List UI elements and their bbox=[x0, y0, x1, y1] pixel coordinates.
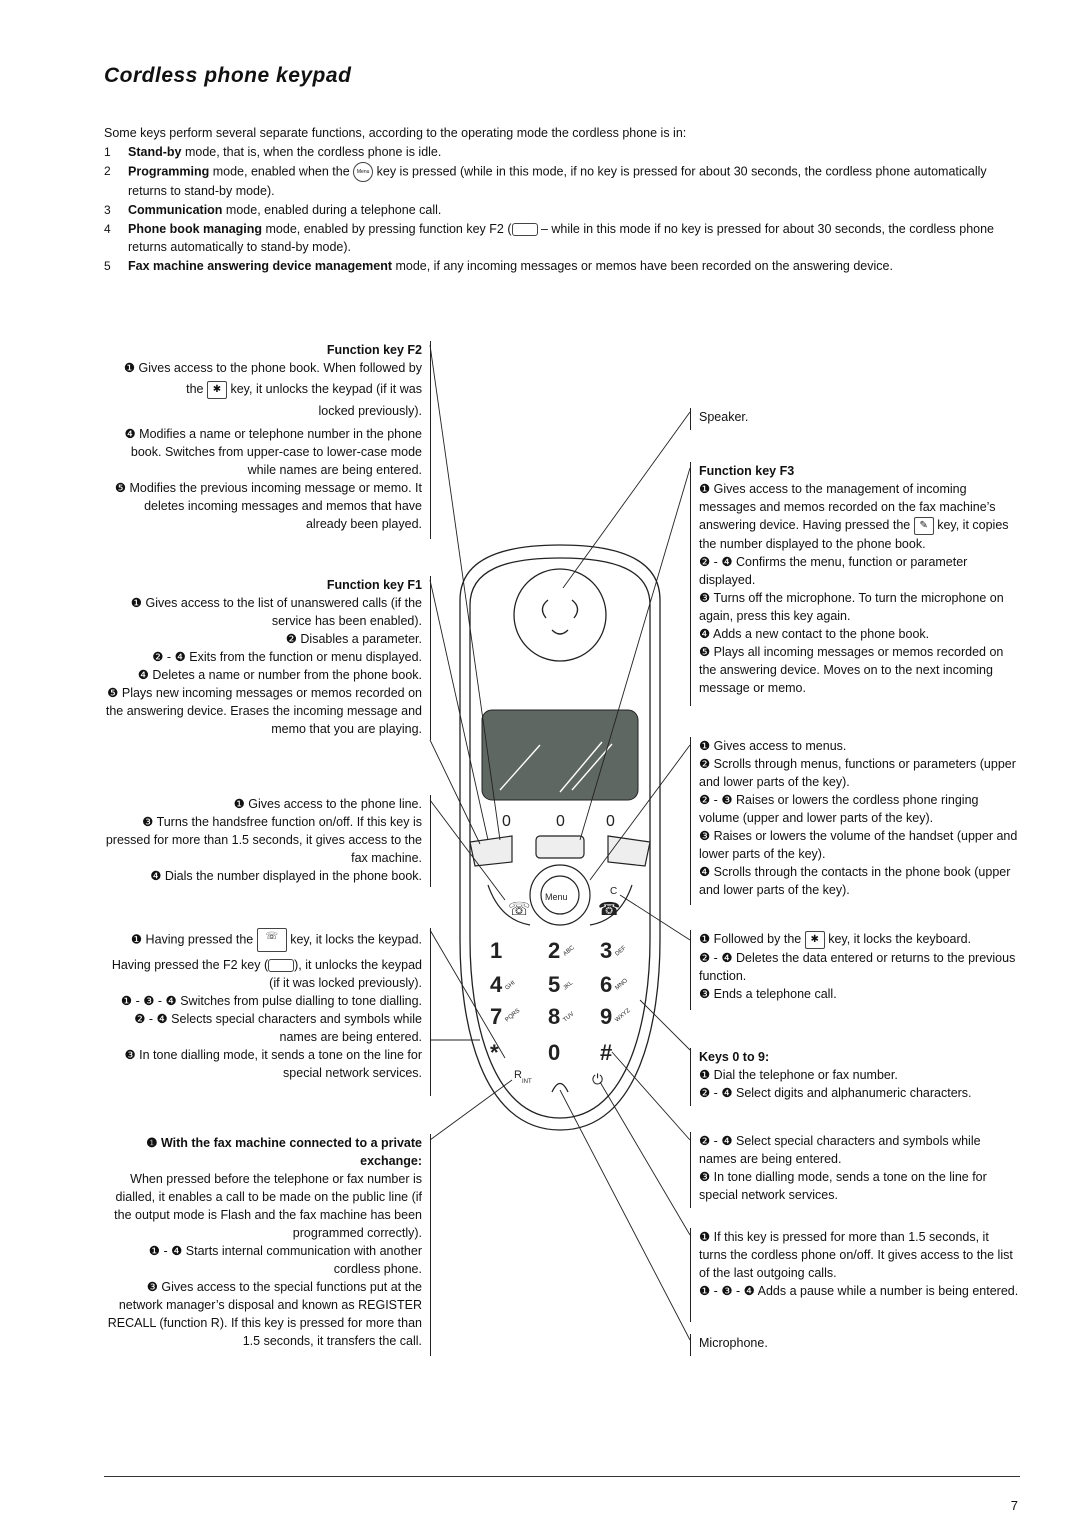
digit-keys-block: Keys 0 to 9: ❶ Dial the telephone or fax… bbox=[690, 1048, 1019, 1106]
star-key-icon: ✱ bbox=[804, 930, 825, 949]
keypad-key-1: 1 bbox=[490, 938, 502, 963]
keypad-letters: MNO bbox=[614, 978, 629, 992]
keypad-letters: ABC bbox=[562, 945, 576, 958]
keypad-key-4: 4 bbox=[490, 972, 503, 997]
r-key-sublabel: INT bbox=[522, 1079, 532, 1085]
c-key-label: C bbox=[610, 886, 617, 897]
line-key-block: ❶ Gives access to the phone line. ❸ Turn… bbox=[104, 795, 431, 887]
keypad-letters: GHI bbox=[504, 980, 516, 992]
end-call-key-icon: ☎ bbox=[598, 899, 620, 919]
power-key-icon: ⏻ bbox=[592, 1071, 603, 1087]
keypad-letters: PQRS bbox=[504, 1008, 521, 1024]
intro: Some keys perform several separate funct… bbox=[104, 124, 1024, 275]
keypad-key-7: 7 bbox=[490, 1004, 502, 1029]
microphone-block: Microphone. bbox=[690, 1334, 1019, 1356]
f3-block: Function key F3 ❶ Gives access to the ma… bbox=[690, 462, 1019, 706]
f1-block: Function key F1 ❶ Gives access to the li… bbox=[104, 576, 431, 740]
f2-key-icon bbox=[511, 223, 538, 237]
footer-rule bbox=[104, 1476, 1020, 1477]
hash-key-block: ❷ - ❹ Select special characters and symb… bbox=[690, 1132, 1019, 1208]
f2-block: Function key F2 ❶ Gives access to the ph… bbox=[104, 341, 431, 539]
f1-key bbox=[607, 835, 651, 867]
keypad-key-star: * bbox=[490, 1040, 499, 1065]
mode-phonebook: 4 Phone book managing mode, enabled by p… bbox=[104, 222, 995, 254]
menu-key bbox=[529, 864, 591, 926]
display-screen bbox=[481, 709, 639, 801]
speaker-icon bbox=[513, 568, 607, 662]
mode-number: 1 bbox=[104, 145, 111, 159]
speaker-block: Speaker. bbox=[690, 408, 1019, 430]
keypad-letters: DEF bbox=[614, 945, 627, 958]
f3-key bbox=[535, 835, 585, 859]
line-key-icon: ☏ bbox=[508, 899, 531, 919]
soft-key-indicator-left: 0 bbox=[502, 813, 511, 830]
power-key-block: ❶ If this key is pressed for more than 1… bbox=[690, 1228, 1019, 1322]
keypad-key-8: 8 bbox=[548, 1004, 560, 1029]
mode-standby: 1 Stand-by mode, that is, when the cordl… bbox=[104, 145, 442, 159]
soft-key-indicator-mid: 0 bbox=[556, 813, 565, 830]
keypad-key-0: 0 bbox=[548, 1040, 560, 1065]
f2-key-icon bbox=[268, 959, 295, 973]
star-key-block: ❶ Having pressed the ☏ key, it locks the… bbox=[104, 928, 431, 1096]
r-key-label: R bbox=[514, 1069, 522, 1081]
keypad-key-6: 6 bbox=[600, 972, 612, 997]
mode-programming: 2 Programming mode, enabled when the Men… bbox=[104, 162, 987, 198]
keypad-key-hash: # bbox=[600, 1040, 612, 1065]
c-key-block: ❶ Followed by the ✱ key, it locks the ke… bbox=[690, 930, 1019, 1010]
keypad-letters: JKL bbox=[562, 980, 574, 992]
menu-key-label: Menu bbox=[545, 892, 568, 902]
star-key-icon: ✱ bbox=[206, 380, 227, 399]
keypad-letters: WXYZ bbox=[614, 1008, 631, 1024]
r-key-block: ❶ With the fax machine connected to a pr… bbox=[104, 1134, 431, 1356]
page-title: Cordless phone keypad bbox=[104, 64, 352, 87]
keypad-key-2: 2 bbox=[548, 938, 560, 963]
intro-lead: Some keys perform several separate funct… bbox=[104, 126, 687, 140]
soft-key-indicator-right: 0 bbox=[606, 813, 615, 830]
page-number: 7 bbox=[1010, 1498, 1018, 1513]
mode-fax-answering: 5 Fax machine answering device managemen… bbox=[104, 259, 893, 273]
menu-key-block: ❶ Gives access to menus. ❷ Scrolls throu… bbox=[690, 737, 1019, 905]
keypad-letters: TUV bbox=[562, 1011, 575, 1023]
keypad-key-9: 9 bbox=[600, 1004, 612, 1029]
microphone-icon bbox=[551, 1082, 569, 1093]
line-key-icon: ☏ bbox=[256, 928, 287, 952]
menu-key-icon: Menu bbox=[353, 162, 374, 182]
mode-communication: 3 Communication mode, enabled during a t… bbox=[104, 203, 442, 217]
keypad-key-5: 5 bbox=[548, 972, 560, 997]
keypad-key-3: 3 bbox=[600, 938, 612, 963]
